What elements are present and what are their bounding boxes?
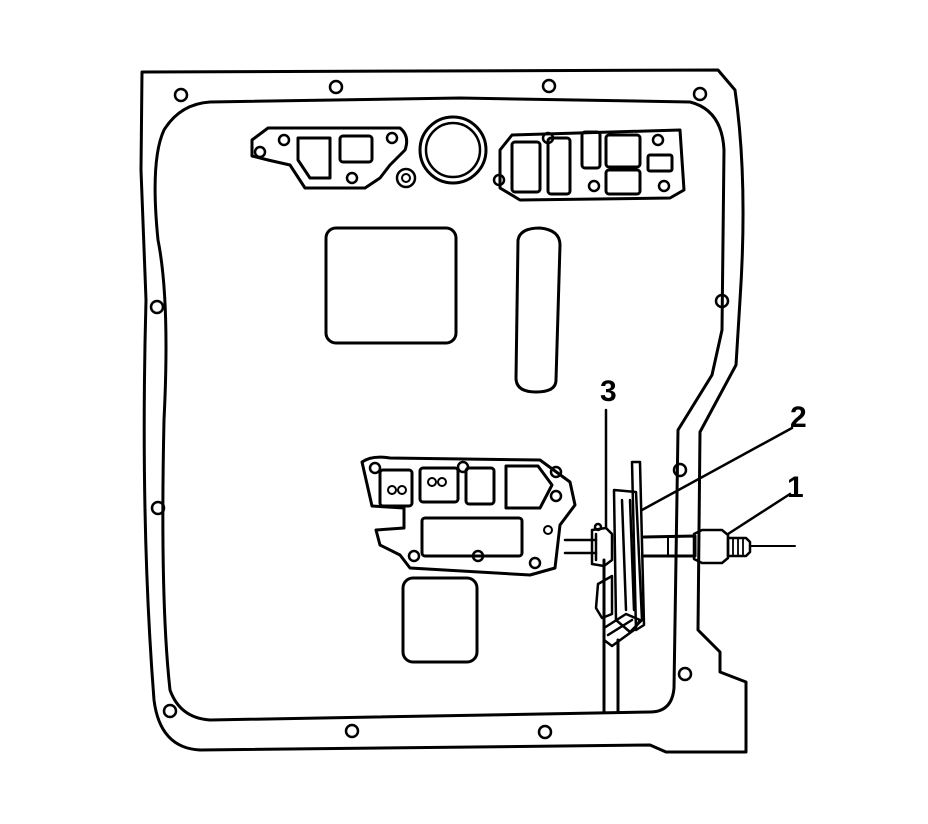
small-bolt-hole — [471, 549, 485, 563]
small-bolt-hole — [541, 131, 555, 145]
small-bolt-hole — [651, 133, 665, 147]
callout-label-1: 1 — [787, 471, 804, 504]
small-bolt-hole — [397, 485, 407, 495]
square-opening-upper — [324, 226, 458, 345]
small-bolt-hole — [368, 461, 382, 475]
bolt-hole — [541, 78, 557, 94]
bolt-hole — [677, 666, 693, 682]
shaft — [642, 534, 697, 558]
bolt — [692, 528, 752, 565]
sensor-bracket — [602, 460, 646, 648]
gasket-port — [604, 168, 642, 196]
harness-connector — [590, 522, 614, 620]
filter-opening-inner — [424, 121, 482, 179]
gasket-port — [510, 140, 542, 194]
callout-label-2: 2 — [790, 401, 807, 434]
small-bolt-hole — [543, 525, 553, 535]
vertical-slot — [514, 226, 562, 394]
small-bolt-hole — [407, 549, 421, 563]
upper-right-gasket — [498, 128, 686, 202]
bolt-hole — [344, 723, 360, 739]
bolt-hole — [150, 500, 166, 516]
small-bolt-hole — [385, 131, 399, 145]
gasket-port — [338, 134, 374, 164]
small-bolt-hole — [587, 179, 601, 193]
small-bolt-hole — [401, 173, 411, 183]
small-bolt-hole — [528, 556, 542, 570]
bolt-hole — [395, 167, 417, 189]
gasket-port — [420, 516, 524, 558]
bolt-hole — [714, 293, 730, 309]
small-bolt-hole — [549, 465, 563, 479]
small-bolt-hole — [387, 485, 397, 495]
gasket-port — [418, 466, 460, 504]
small-bolt-hole — [437, 477, 447, 487]
bolt-hole — [173, 87, 189, 103]
cover-outer-outline — [139, 68, 748, 754]
upper-left-gasket — [250, 126, 409, 190]
small-bolt-hole — [657, 179, 671, 193]
callout-label-3: 3 — [600, 375, 617, 408]
gasket-port — [546, 136, 572, 196]
gasket-port — [580, 130, 602, 170]
bolt-hole — [328, 79, 344, 95]
gasket-port — [464, 466, 496, 506]
gasket-port — [646, 153, 674, 173]
bolt-hole — [162, 703, 178, 719]
square-opening-lower — [401, 576, 479, 664]
bolt-hole — [672, 462, 688, 478]
small-bolt-hole — [456, 460, 470, 474]
gasket-port — [604, 133, 642, 169]
small-bolt-hole — [427, 477, 437, 487]
filter-opening — [418, 115, 488, 185]
small-bolt-hole — [253, 145, 267, 159]
small-bolt-hole — [492, 173, 506, 187]
leader-line-1 — [726, 492, 792, 536]
gasket-port — [378, 468, 414, 508]
gasket-inner-outline — [153, 96, 726, 722]
gasket-port — [296, 136, 332, 180]
lower-gasket — [360, 455, 577, 577]
bolt-hole — [537, 724, 553, 740]
small-bolt-hole — [345, 171, 359, 185]
bolt-hole — [692, 86, 708, 102]
leader-line-2 — [640, 426, 794, 512]
small-bolt-hole — [277, 133, 291, 147]
perimeter-bolt-holes — [149, 78, 730, 740]
small-bolt-hole — [549, 489, 563, 503]
bolt-hole — [149, 299, 165, 315]
gasket-port — [504, 464, 554, 510]
